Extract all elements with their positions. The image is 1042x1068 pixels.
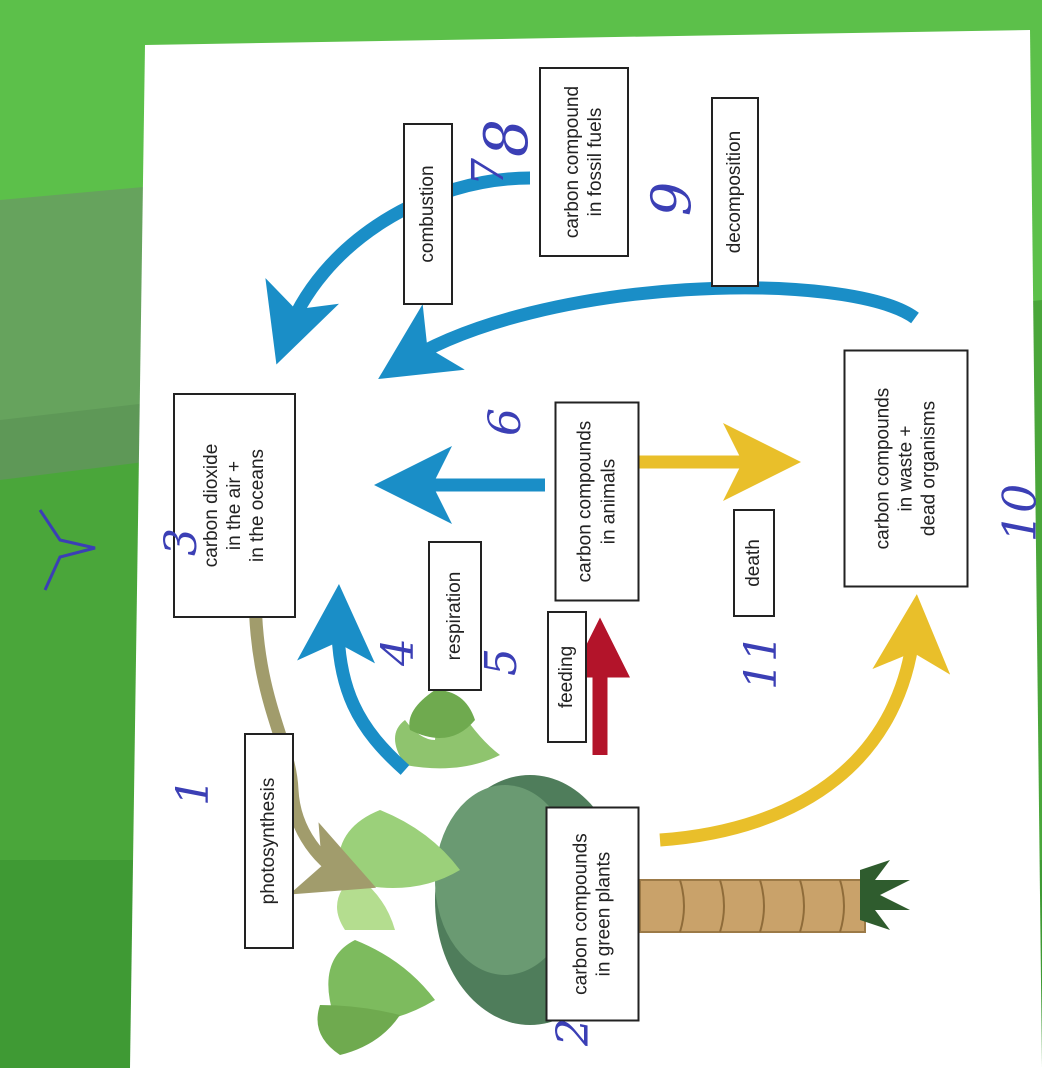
handwritten-number-9: 9 [640,181,704,217]
plant-respiration-arrow [297,584,410,775]
fossil-line-2: in fossil fuels [585,107,606,217]
handwritten-number-11: 11 [736,634,787,690]
respiration-label: respiration [428,541,482,691]
handwritten-number-7: 7 [463,158,514,186]
handwritten-number-4: 4 [373,638,424,666]
combustion-arrow [265,171,531,365]
handwritten-number-8: 8 [472,118,543,158]
combustion-label: combustion [403,123,453,305]
handwritten-number-5: 5 [476,648,527,676]
animals-line-2: in animals [598,458,619,545]
handwritten-number-6: 6 [480,408,531,436]
handwritten-check-mark [38,509,96,591]
animals-line-1: carbon compounds [574,420,596,583]
photosynthesis-label: photosynthesis [244,733,294,949]
plant-death-arrow [659,594,951,847]
waste-line-1: carbon compounds [872,387,894,550]
co2-line-3: in the oceans [247,448,269,563]
feeding-label: feeding [547,611,587,743]
waste-line-3: dead organisms [918,400,940,537]
handwritten-number-2: 2 [548,1018,599,1046]
waste-line-2: in waste + [895,425,917,512]
handwritten-number-3: 3 [156,528,207,556]
death-label: death [733,509,775,617]
handwritten-number-1: 1 [168,778,219,806]
plants-line-2: in green plants [593,851,615,977]
co2-line-2: in the air + [223,460,245,551]
decomposition-arrow [378,281,919,380]
decomposition-label: decomposition [711,97,759,287]
handwritten-number-10: 10 [992,483,1042,543]
plants-line-1: carbon compounds [570,833,592,995]
fossil-line-1: carbon compound [561,85,583,239]
